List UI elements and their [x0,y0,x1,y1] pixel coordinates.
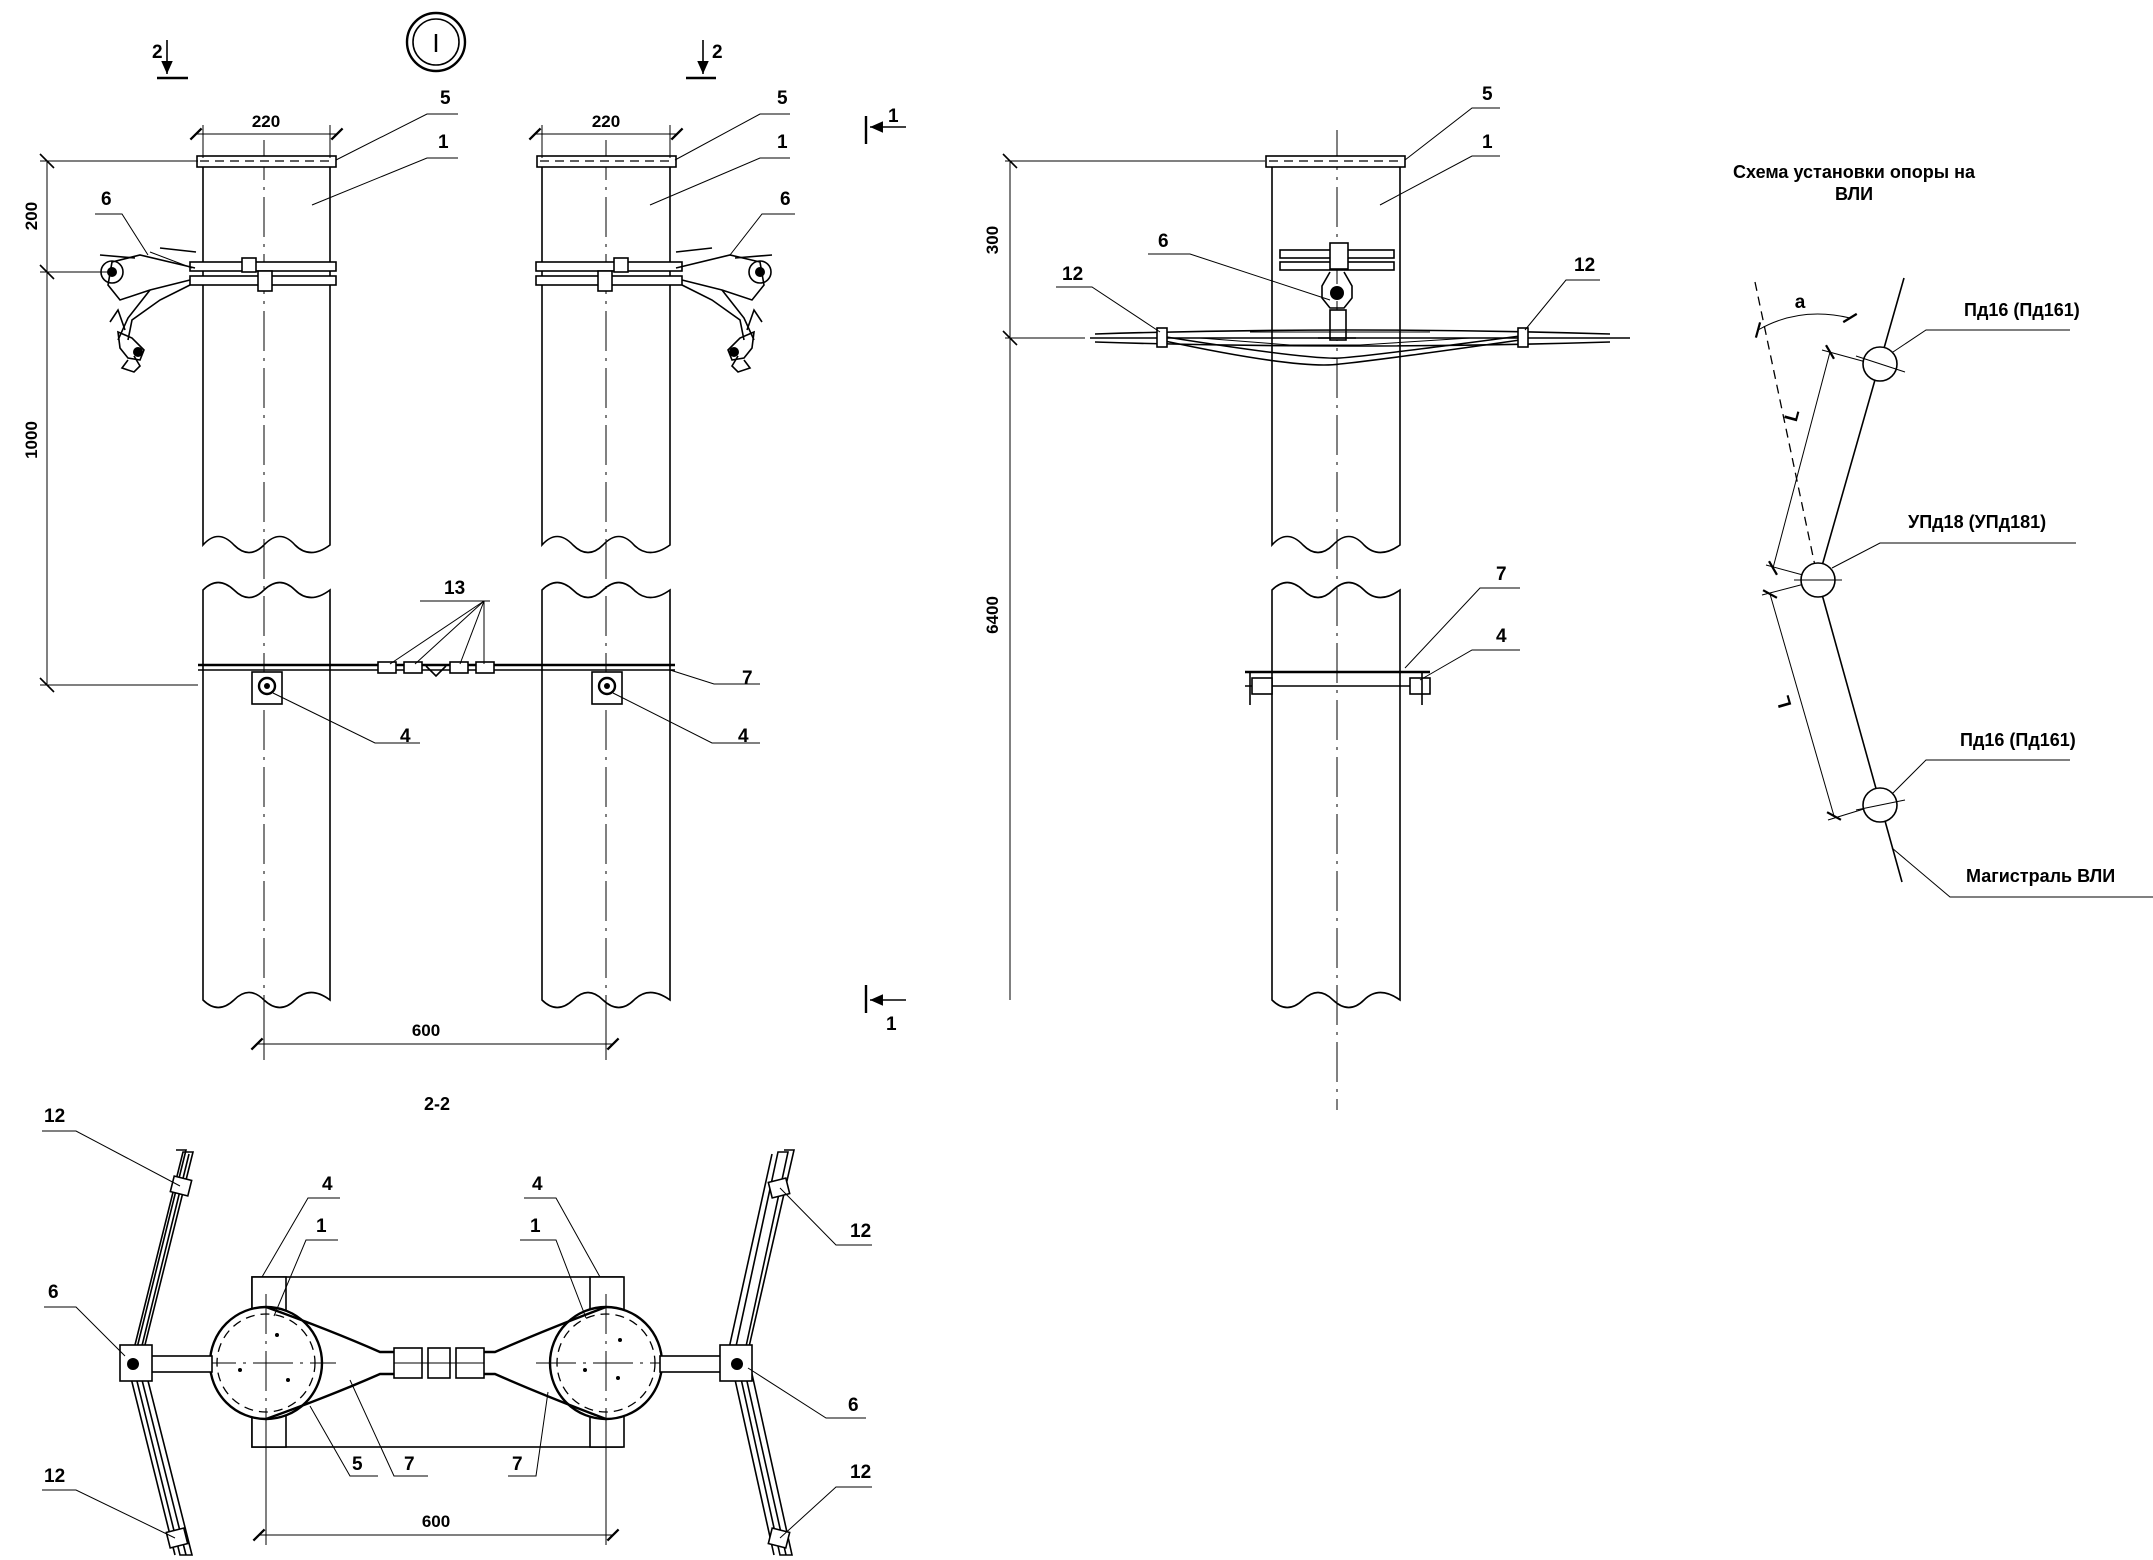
svg-text:12: 12 [44,1106,65,1127]
dim-600-section: 600 [422,1512,450,1531]
svg-text:1: 1 [438,132,449,153]
svg-text:6: 6 [848,1395,859,1416]
front-view: I 2 2 1 1 [22,11,906,1060]
svg-text:12: 12 [44,1466,65,1487]
svg-text:6: 6 [101,189,112,210]
dim-pole-width-right: 220 [528,112,684,158]
dim-600-front: 600 [412,1021,440,1040]
svg-text:12: 12 [850,1462,871,1483]
support-bottom-label: Пд16 (Пд161) [1960,730,2076,750]
side-view: 300 6400 5 1 6 12 12 7 4 [983,84,1630,1110]
dim-220-left: 220 [252,112,280,131]
angle-label: a [1795,292,1806,313]
length-label-lower: L [1773,693,1796,710]
svg-text:13: 13 [444,578,465,599]
svg-text:1: 1 [888,106,899,127]
dim-pole-spacing-front: 600 [250,1000,620,1055]
cable-tie-side-right [1517,327,1529,348]
svg-text:6: 6 [780,189,791,210]
bolt-right [591,671,623,705]
svg-text:7: 7 [512,1454,523,1475]
dim-220-right: 220 [592,112,620,131]
section-mark-2-left: 2 [152,40,188,80]
svg-text:7: 7 [1496,564,1507,585]
section-2-2-title: 2-2 [424,1094,450,1114]
main-line-label: Магистраль ВЛИ [1966,866,2115,886]
svg-text:4: 4 [738,726,749,747]
section-mark-1-top: 1 [864,106,906,144]
svg-text:1: 1 [777,132,788,153]
svg-text:12: 12 [1574,255,1595,276]
clamp-section-left [119,1149,195,1556]
scheme-title-line1: Схема установки опоры на [1733,162,1976,182]
callouts-front: 5 1 6 5 1 6 13 7 4 4 [95,88,795,747]
svg-text:2: 2 [712,42,723,63]
dim-300: 300 [983,226,1002,254]
view-title: I [432,28,439,58]
svg-text:4: 4 [532,1174,543,1195]
svg-text:4: 4 [1496,626,1507,647]
svg-text:1: 1 [316,1216,327,1237]
svg-text:6: 6 [1158,231,1169,252]
svg-text:1: 1 [886,1014,897,1035]
dim-pole-width-left: 220 [189,112,344,158]
svg-text:1: 1 [1482,132,1493,153]
svg-text:1: 1 [530,1216,541,1237]
svg-text:5: 5 [352,1454,363,1475]
section-mark-2-right: 2 [686,40,723,80]
view-marker-circle [405,11,467,73]
bolt-left [251,671,283,705]
svg-text:12: 12 [850,1221,871,1242]
cable-tie-side-left [1156,327,1168,348]
svg-text:7: 7 [742,668,753,689]
dim-200: 200 [22,202,41,230]
support-top-label: Пд16 (Пд161) [1964,300,2080,320]
clamp-assembly-left [99,247,337,373]
cable-side [1090,327,1630,366]
installation-scheme: Схема установки опоры на ВЛИ a L L Пд16 … [1733,162,2153,898]
svg-text:4: 4 [400,726,411,747]
dim-vertical-front: 200 1000 [22,153,198,693]
svg-text:7: 7 [404,1454,415,1475]
band-side [1245,670,1431,705]
support-middle-label: УПд18 (УПд181) [1908,512,2046,532]
svg-text:5: 5 [777,88,788,109]
svg-text:12: 12 [1062,264,1083,285]
section-mark-1-bottom: 1 [864,985,906,1035]
dim-1000: 1000 [22,421,41,459]
svg-text:4: 4 [322,1174,333,1195]
scheme-title-line2: ВЛИ [1835,184,1873,204]
clamp-section-right [719,1149,796,1556]
dim-6400: 6400 [983,596,1002,634]
svg-text:5: 5 [1482,84,1493,105]
band-assembly [198,661,675,678]
svg-text:6: 6 [48,1282,59,1303]
svg-text:2: 2 [152,42,163,63]
svg-text:5: 5 [440,88,451,109]
section-2-2: 2-2 [42,1094,872,1556]
